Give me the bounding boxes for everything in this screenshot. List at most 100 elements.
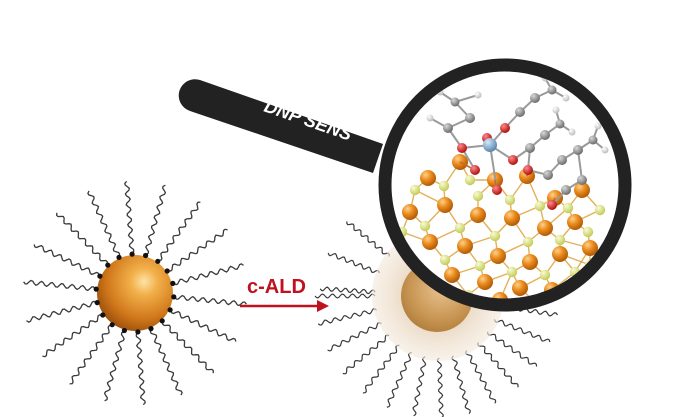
zirconium-atom — [420, 170, 436, 186]
ligand-chain — [26, 300, 97, 323]
carbon-atom — [543, 170, 553, 180]
zirconium-atom — [552, 246, 568, 262]
oxygen-atom — [409, 184, 421, 196]
ligand-chain — [317, 308, 377, 326]
ligand-oxygen-atom — [500, 123, 510, 133]
oxygen-atom — [562, 202, 574, 214]
oxygen-atom — [419, 220, 431, 232]
oxygen-atom — [534, 200, 546, 212]
ligand-oxygen-atom — [523, 165, 533, 175]
ligand-oxygen-atom — [547, 200, 557, 210]
ligand-chain — [69, 324, 112, 385]
anchor-dot — [109, 322, 115, 328]
carbon-atom — [561, 185, 571, 195]
hydrogen-atom — [562, 94, 570, 102]
ligand-chain — [477, 342, 519, 388]
oxygen-atom — [522, 236, 534, 248]
ligand-chain — [23, 279, 96, 292]
ligand-chain — [346, 221, 390, 257]
oxygen-atom — [489, 230, 501, 242]
magnifying-glass-icon: DNP SENS — [178, 58, 632, 312]
anchor-dot — [94, 300, 100, 306]
zirconium-atom — [582, 240, 598, 256]
zirconium-atom — [457, 238, 473, 254]
oxide-zirconium-atoms — [402, 154, 598, 305]
oxygen-atom — [454, 222, 466, 234]
zirconium-atom — [437, 197, 453, 213]
ligand-chain — [436, 357, 444, 417]
hydrogen-atom — [601, 146, 609, 154]
carbon-atom — [555, 119, 565, 129]
ligand-chain — [465, 350, 497, 404]
oxygen-atom — [474, 260, 486, 272]
anchor-dot — [116, 254, 122, 260]
hydrogen-atom — [474, 91, 482, 99]
arrow-head — [317, 300, 329, 312]
hydrogen-atom — [594, 122, 602, 130]
ligand-chain — [33, 244, 100, 276]
anchor-dot — [164, 268, 170, 274]
ligand-chain — [56, 212, 108, 265]
ligand-chain — [327, 322, 382, 352]
ligand-chain — [103, 330, 125, 402]
anchor-dot — [167, 307, 173, 313]
anchor-dot — [121, 327, 127, 334]
arrow-label: c-ALD — [247, 276, 306, 298]
ligand-chain — [342, 334, 390, 375]
ligand-chains — [23, 180, 247, 406]
ligand-chain — [362, 344, 400, 394]
anchor-dot — [93, 286, 99, 292]
anchor-dot — [105, 262, 111, 268]
zirconium-atom — [490, 248, 506, 264]
hydrogen-atom — [426, 114, 434, 122]
zirconium-atom — [504, 210, 520, 226]
oxygen-atom — [594, 204, 606, 216]
ligand-chains-shelled — [314, 221, 558, 417]
oxygen-atom — [582, 226, 594, 238]
nanoparticle-core — [97, 255, 173, 331]
surface-molecules — [426, 74, 609, 210]
ligand-chain — [174, 294, 247, 307]
zirconium-atom — [512, 280, 528, 296]
anchor-dot — [159, 318, 165, 324]
anchor-dot — [170, 280, 176, 286]
carbon-atom — [450, 97, 460, 107]
anchor-dot — [143, 252, 149, 259]
ligand-chain — [170, 310, 237, 342]
ligand-chain — [319, 286, 376, 295]
ligand-chain — [327, 252, 380, 274]
oxygen-atom — [506, 266, 518, 278]
ligand-oxygen-atom — [470, 165, 480, 175]
ligand-chain — [173, 263, 244, 286]
zirconium-atom — [477, 274, 493, 290]
ligand-chain — [412, 356, 427, 417]
ligand-anchor-dots — [93, 251, 177, 335]
anchor-dot — [148, 326, 154, 332]
hydrogen-atom — [568, 128, 576, 136]
ligand-oxygen-atom — [457, 143, 467, 153]
ligand-chain — [42, 314, 103, 358]
carbon-atom — [588, 135, 598, 145]
ligand-chain — [149, 329, 183, 396]
ligand-chain — [162, 321, 214, 374]
lens-rim — [378, 58, 632, 312]
ligand-chain — [87, 190, 121, 257]
ligand-chain — [158, 201, 201, 262]
oxygen-atom — [539, 269, 551, 281]
metal-center-atom — [483, 138, 497, 152]
oxygen-atom — [464, 174, 476, 186]
ligand-chain — [145, 184, 167, 256]
zirconium-atom — [470, 207, 486, 223]
zirconium-atom — [522, 254, 538, 270]
anchor-dot — [135, 329, 141, 335]
carbon-atom — [547, 85, 557, 95]
zirconium-atom — [402, 204, 418, 220]
carbon-atom — [515, 107, 525, 117]
carbon-atom — [540, 130, 550, 140]
ligand-chain — [487, 331, 538, 367]
ligand-oxygen-atom — [508, 155, 518, 165]
carbon-atom — [525, 143, 535, 153]
anchor-dot — [129, 251, 135, 257]
ligand-chain — [493, 319, 551, 343]
carbon-atom — [573, 145, 583, 155]
